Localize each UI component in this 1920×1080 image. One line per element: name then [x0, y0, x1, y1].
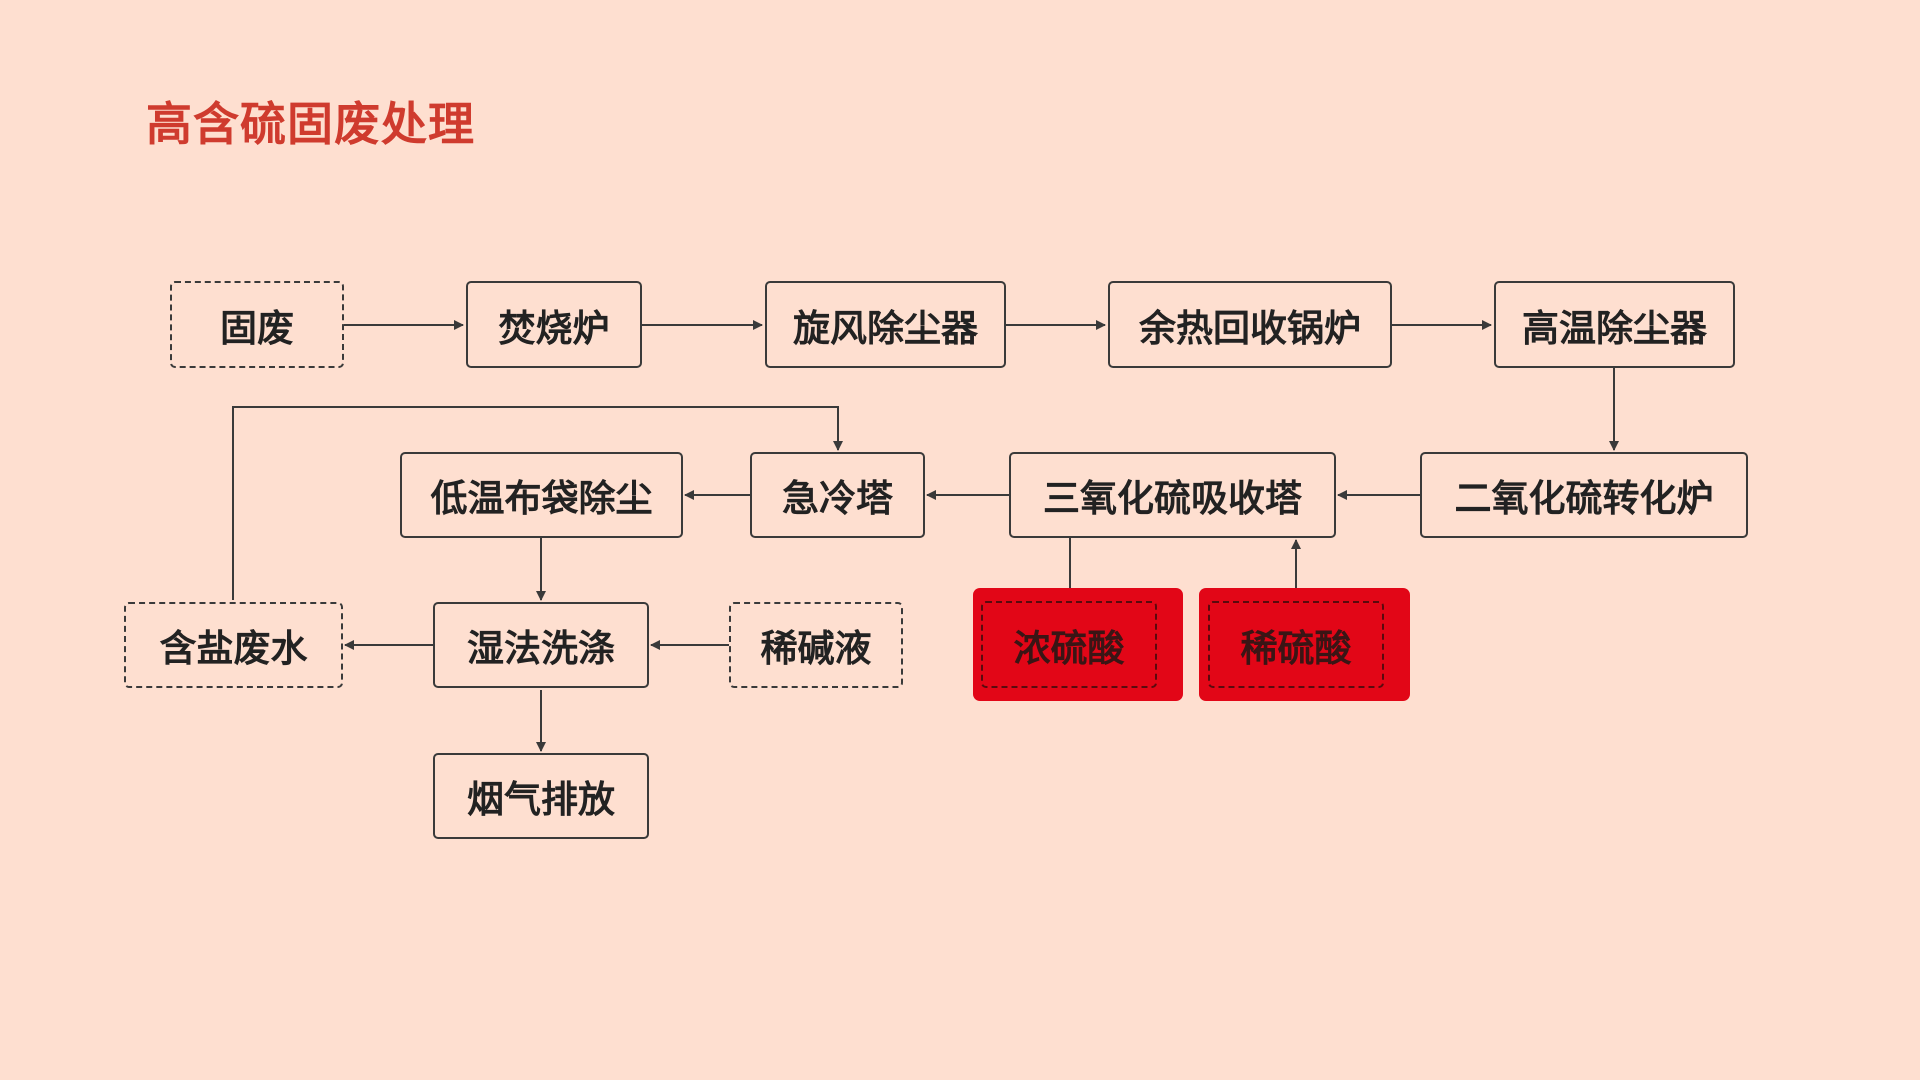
- highlight-conc-acid: [973, 588, 1183, 701]
- node-cyclone: 旋风除尘器: [765, 281, 1006, 368]
- node-quench-tower: 急冷塔: [750, 452, 925, 538]
- node-incinerator: 焚烧炉: [466, 281, 642, 368]
- arrow-saline-to-quench: [232, 406, 843, 600]
- node-dilute-alkali: 稀碱液: [729, 602, 903, 688]
- highlight-dilute-acid: [1199, 588, 1410, 701]
- node-high-temp-dust: 高温除尘器: [1494, 281, 1735, 368]
- node-flue-gas: 烟气排放: [433, 753, 649, 839]
- node-so2-converter: 二氧化硫转化炉: [1420, 452, 1748, 538]
- node-wet-scrub: 湿法洗涤: [433, 602, 649, 688]
- node-dilute-acid: 稀硫酸: [1208, 601, 1384, 688]
- node-waste-heat-boiler: 余热回收锅炉: [1108, 281, 1392, 368]
- node-low-temp-bag: 低温布袋除尘: [400, 452, 683, 538]
- node-solid-waste: 固废: [170, 281, 344, 368]
- node-saline-water: 含盐废水: [124, 602, 343, 688]
- node-conc-acid: 浓硫酸: [981, 601, 1157, 688]
- page-title: 高含硫固废处理: [146, 97, 475, 151]
- node-so3-absorber: 三氧化硫吸收塔: [1009, 452, 1336, 538]
